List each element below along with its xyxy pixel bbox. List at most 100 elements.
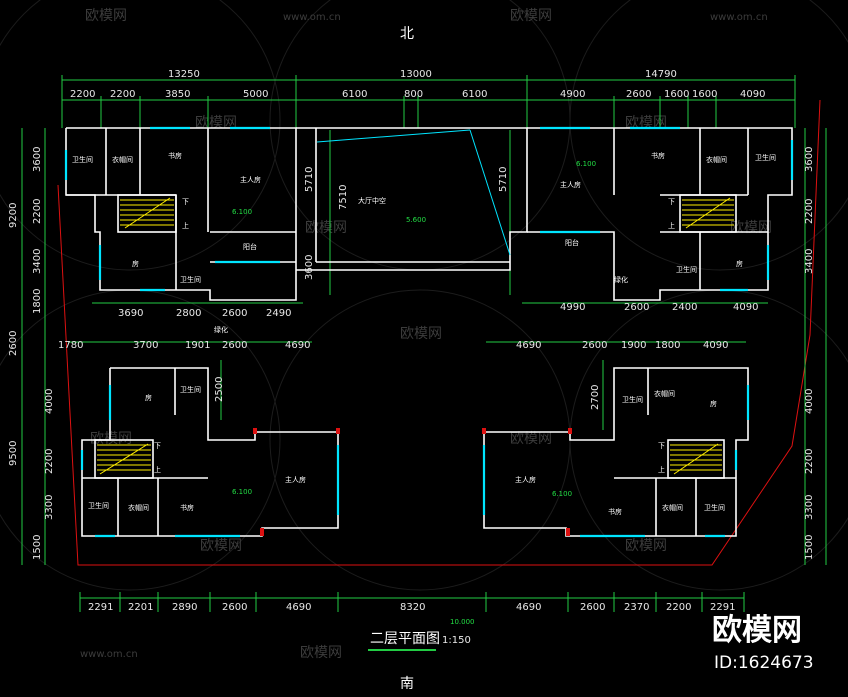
room-label: 房 — [710, 399, 717, 408]
dim-label: 3600 — [304, 255, 315, 280]
dim-label: 2500 — [214, 377, 225, 402]
brand-badge: 欧模网 ID:1624673 — [712, 613, 814, 673]
watermark-brand: 欧模网 — [85, 8, 127, 24]
brand-id-text: ID:1624673 — [714, 653, 814, 673]
dim-label: 2600 — [8, 331, 19, 356]
dim-label: 9200 — [8, 203, 19, 228]
dim-label: 4690 — [285, 340, 310, 351]
dim-label: 3690 — [118, 308, 143, 319]
dim-label: 13000 — [400, 69, 432, 80]
dim-label: 13250 — [168, 69, 200, 80]
south-label: 南 — [400, 676, 414, 692]
dim-label: 4090 — [740, 89, 765, 100]
dim-label: 2200 — [666, 602, 691, 613]
dim-label: 3600 — [804, 147, 815, 172]
dim-label: 2400 — [672, 302, 697, 313]
room-label: 阳台 — [565, 238, 579, 247]
room-label: 卫生间 — [180, 385, 201, 394]
watermark-site: www.om.cn — [283, 12, 341, 23]
dim-label: 4900 — [560, 89, 585, 100]
dim-label: 2200 — [804, 449, 815, 474]
level-mark: 6.100 — [576, 160, 596, 168]
room-label: 卫生间 — [676, 265, 697, 274]
dim-label: 2201 — [128, 602, 153, 613]
dim-label: 2890 — [172, 602, 197, 613]
level-mark: 6.100 — [232, 208, 252, 216]
dim-label: 2600 — [222, 340, 247, 351]
dim-label: 1780 — [58, 340, 83, 351]
room-label: 绿化 — [614, 275, 628, 284]
room-label: 主人房 — [515, 475, 536, 484]
room-label: 主人房 — [240, 175, 261, 184]
title-text: 二层平面图 — [370, 631, 440, 647]
site-boundary — [57, 99, 821, 566]
watermark-brand: 欧模网 — [625, 538, 667, 554]
dim-label: 1500 — [804, 535, 815, 560]
dim-label: 4000 — [804, 389, 815, 414]
brand-logo-text: 欧模网 — [712, 613, 802, 648]
dim-label: 1500 — [32, 535, 43, 560]
dim-label: 5710 — [304, 167, 315, 192]
dim-label: 1900 — [621, 340, 646, 351]
dim-label: 6100 — [462, 89, 487, 100]
room-label: 上 — [668, 221, 675, 230]
room-label: 书房 — [180, 503, 194, 512]
dim-label: 3300 — [804, 495, 815, 520]
dim-label: 4090 — [733, 302, 758, 313]
room-label: 卫生间 — [180, 275, 201, 284]
watermark-brand: 欧模网 — [195, 115, 237, 131]
room-label: 衣帽间 — [706, 155, 727, 164]
dim-label: 4690 — [286, 602, 311, 613]
dim-label: 2200 — [110, 89, 135, 100]
dim-label: 3700 — [133, 340, 158, 351]
dim-label: 14790 — [645, 69, 677, 80]
column-markers — [253, 428, 572, 536]
dims-right: 3600 2200 3400 4000 2200 3300 1500 — [804, 147, 815, 560]
dim-label: 6100 — [342, 89, 367, 100]
room-label: 房 — [132, 259, 139, 268]
room-labels: 卫生间 衣帽间 书房 主人房 下 上 房 卫生间 阳台 绿化 6.100 大厅中… — [72, 151, 776, 516]
dims-mid-lower-left: 1780 3700 1901 2600 4690 — [58, 340, 310, 351]
level-mark: 6.100 — [552, 490, 572, 498]
room-label: 书房 — [608, 507, 622, 516]
room-label: 卫生间 — [622, 395, 643, 404]
watermark-brand: 欧模网 — [200, 538, 242, 554]
dim-label: 2600 — [626, 89, 651, 100]
watermark-brand: 欧模网 — [510, 8, 552, 24]
dim-label: 1901 — [185, 340, 210, 351]
dim-label: 2291 — [710, 602, 735, 613]
title-scale: 1:150 — [442, 635, 471, 646]
dim-label: 2200 — [32, 199, 43, 224]
dims-left: 9200 9500 3600 2200 3400 1800 2600 4000 … — [8, 147, 55, 560]
room-label: 下 — [668, 198, 675, 206]
room-label: 下 — [154, 442, 161, 450]
room-label: 主人房 — [285, 475, 306, 484]
dim-label: 1800 — [655, 340, 680, 351]
dims-inner: 5710 7510 5710 3600 2500 2700 — [214, 167, 601, 410]
room-label: 绿化 — [214, 325, 228, 334]
dims-top-total: 13250 13000 14790 — [168, 69, 677, 80]
dims-top-detail: 2200 2200 3850 5000 6100 800 6100 4900 2… — [70, 89, 765, 100]
room-label: 下 — [658, 442, 665, 450]
dim-label: 2370 — [624, 602, 649, 613]
watermark-brand: 欧模网 — [400, 326, 442, 342]
dim-label: 1800 — [32, 289, 43, 314]
room-label: 上 — [658, 465, 665, 474]
dims-bottom: 2291 2201 2890 2600 4690 8320 4690 2600 … — [88, 602, 735, 613]
north-label: 北 — [400, 26, 414, 42]
room-label: 主人房 — [560, 180, 581, 189]
building-walls — [65, 127, 793, 537]
level-mark: 6.100 — [232, 488, 252, 496]
dim-label: 2200 — [804, 199, 815, 224]
watermark-site: www.om.cn — [710, 12, 768, 23]
room-label: 房 — [736, 259, 743, 268]
dim-label: 2600 — [624, 302, 649, 313]
dim-label: 4690 — [516, 340, 541, 351]
dim-label: 2800 — [176, 308, 201, 319]
dim-label: 4990 — [560, 302, 585, 313]
room-label: 上 — [154, 465, 161, 474]
watermark-brand: 欧模网 — [510, 431, 552, 447]
dim-label: 2700 — [590, 385, 601, 410]
dim-label: 1600 — [692, 89, 717, 100]
dim-label: 800 — [404, 89, 423, 100]
